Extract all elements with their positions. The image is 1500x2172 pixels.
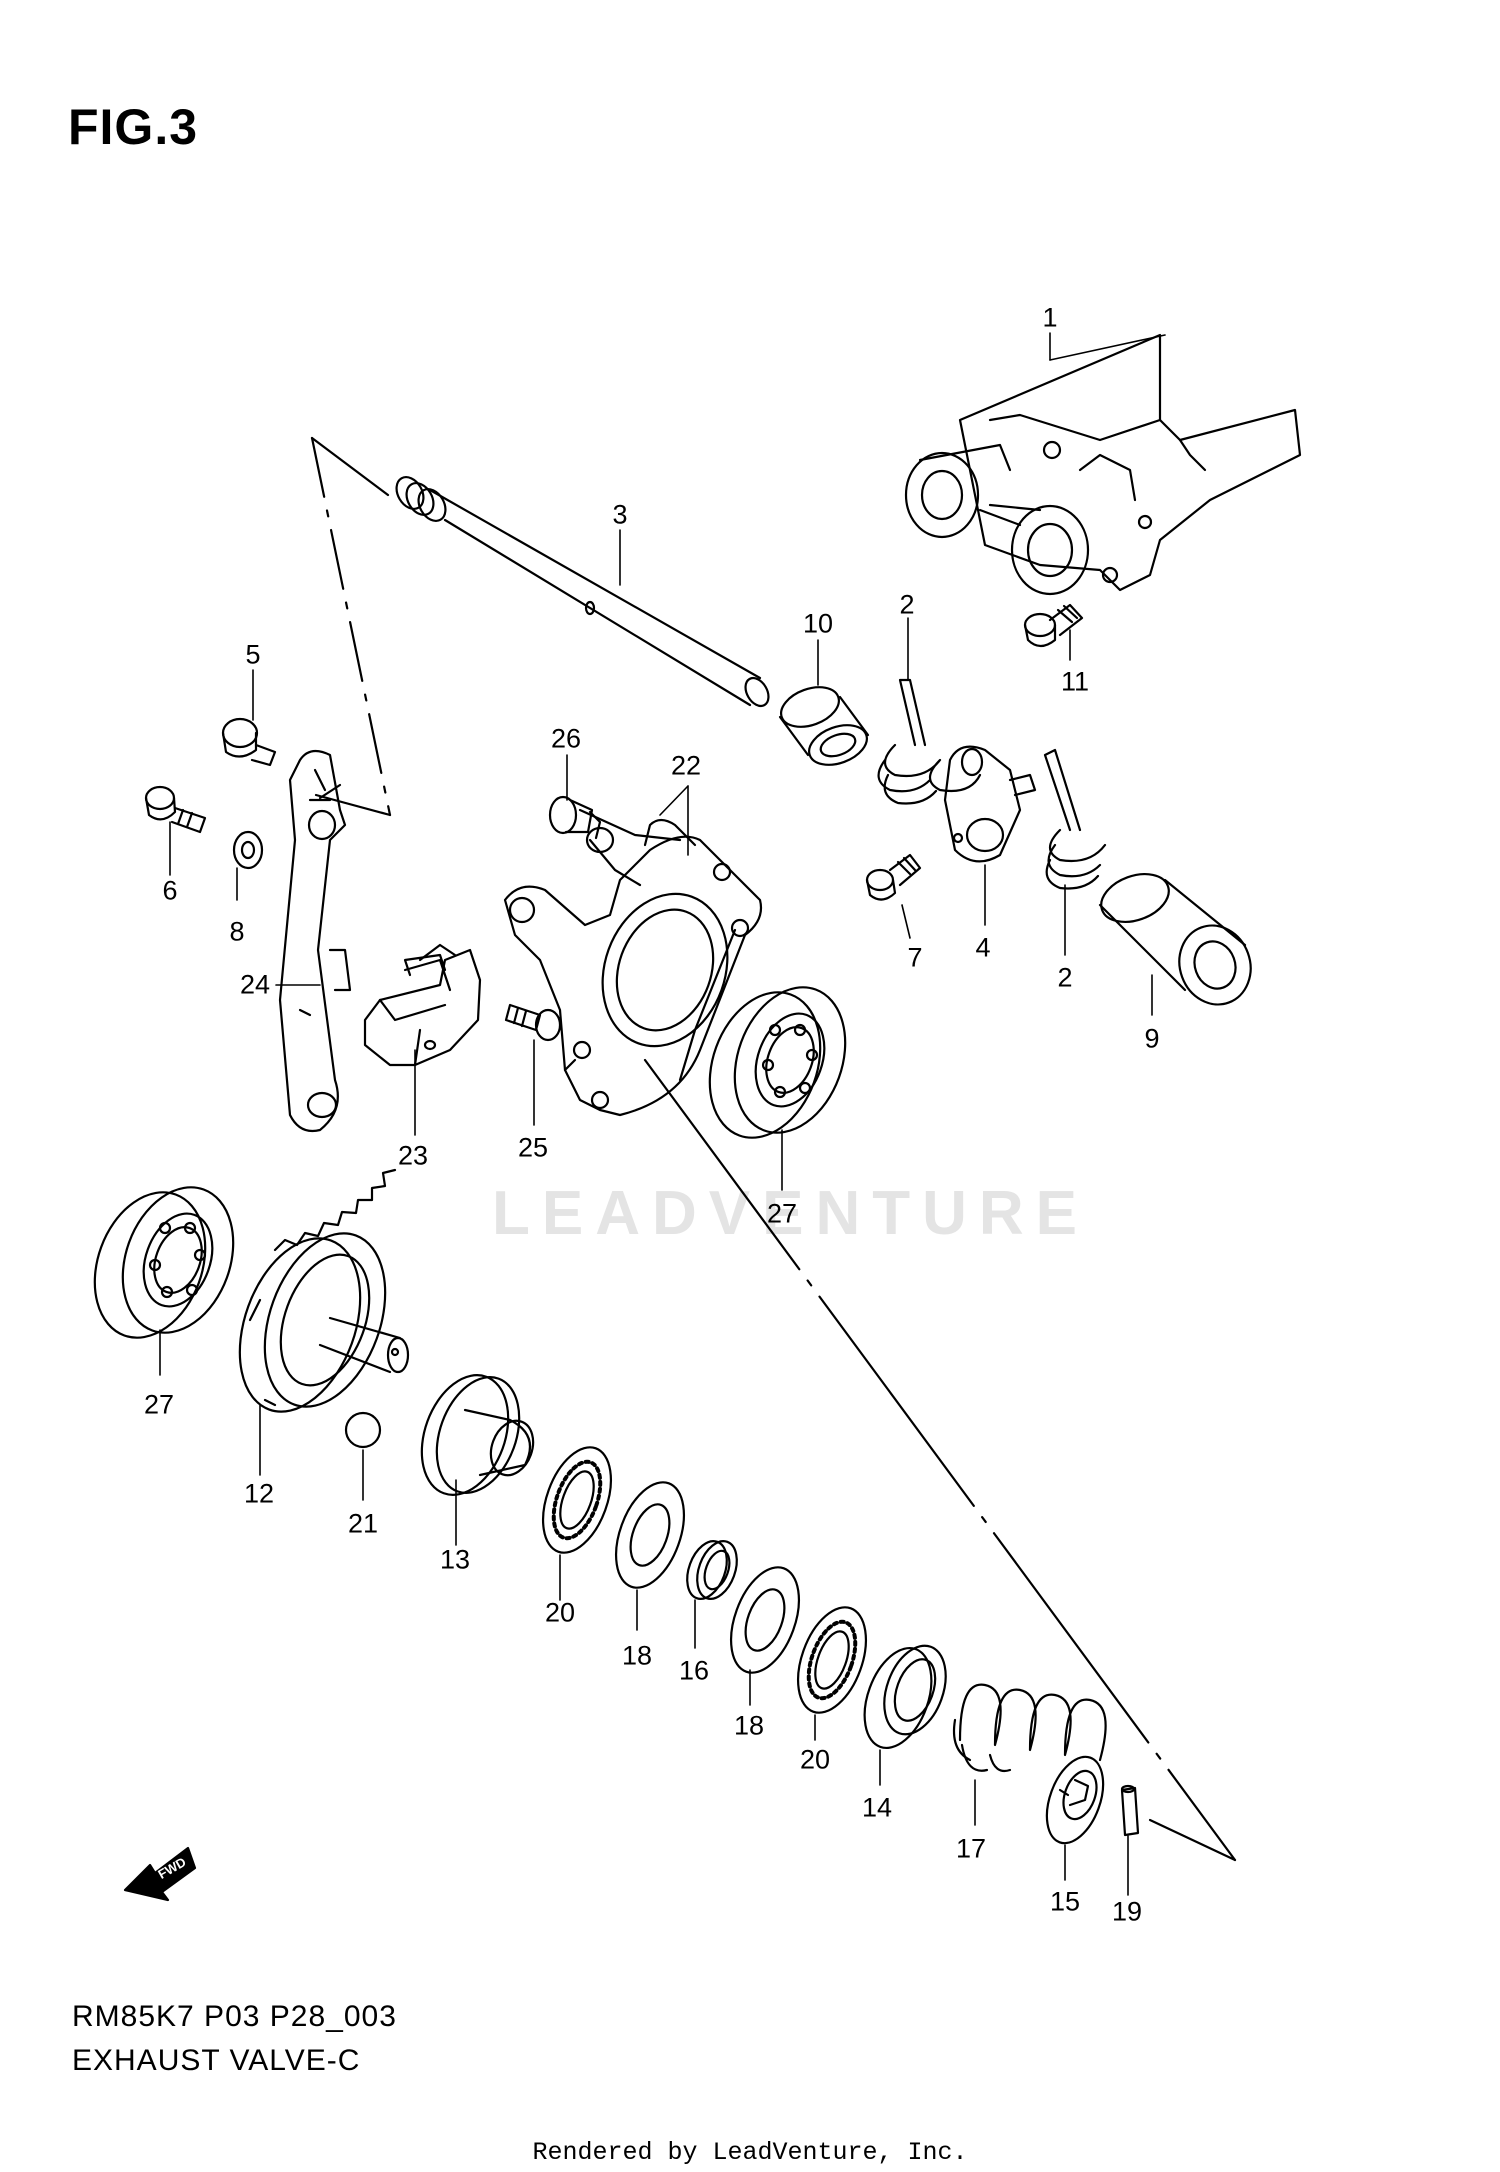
- leader-lines: [160, 333, 1165, 1895]
- callout-16: 16: [678, 1655, 710, 1686]
- part-17-coil-spring: [954, 1685, 1106, 1771]
- fwd-arrow-icon: [125, 1848, 195, 1900]
- part-6-bolt: [146, 787, 205, 832]
- part-9-sleeve: [1095, 865, 1262, 1014]
- callout-1: 1: [1042, 302, 1058, 333]
- part-10-collar: [776, 680, 873, 772]
- callout-17: 17: [955, 1833, 987, 1864]
- callout-18-upper: 18: [621, 1640, 653, 1671]
- part-27-bearing-left: [75, 1172, 252, 1354]
- callout-15: 15: [1049, 1886, 1081, 1917]
- part-20-thrust-bearing-lower: [785, 1598, 879, 1722]
- part-18-washer-lower: [718, 1558, 812, 1682]
- part-8-washer: [234, 832, 262, 868]
- part-18-washer-upper: [603, 1473, 697, 1597]
- callout-11: 11: [1060, 666, 1090, 697]
- callout-10: 10: [802, 608, 834, 639]
- callout-6: 6: [162, 875, 178, 906]
- part-12-gear-shaft: [218, 1170, 408, 1428]
- part-27-bearing-right: [690, 972, 864, 1154]
- callout-20-lower: 20: [799, 1744, 831, 1775]
- callout-27-left: 27: [143, 1389, 175, 1420]
- part-2-spring-upper: [879, 680, 980, 804]
- part-21-ball: [346, 1413, 380, 1447]
- part-5-bolt: [223, 719, 275, 765]
- callout-23: 23: [397, 1140, 429, 1171]
- callout-2-lower: 2: [1057, 962, 1073, 993]
- callout-14: 14: [861, 1792, 893, 1823]
- guide-lines: [312, 438, 1235, 1860]
- figure-title: FIG.3: [68, 99, 199, 155]
- callout-24: 24: [239, 969, 271, 1000]
- model-code: RM85K7 P03 P28_003: [72, 2000, 397, 2033]
- part-23-bracket: [365, 945, 480, 1065]
- render-footer: Rendered by LeadVenture, Inc.: [532, 2138, 968, 2167]
- part-1-valve-housing: [906, 335, 1300, 594]
- part-24-link-rod: [280, 751, 350, 1131]
- callout-26: 26: [550, 723, 582, 754]
- callout-8: 8: [229, 916, 245, 947]
- callout-2-upper: 2: [899, 589, 915, 620]
- part-11-bolt: [1025, 605, 1082, 646]
- callout-4: 4: [975, 932, 991, 963]
- part-2-spring-lower: [1045, 750, 1105, 889]
- part-25-screw: [506, 1005, 560, 1040]
- part-20-thrust-bearing-upper: [530, 1438, 624, 1562]
- callout-7: 7: [907, 942, 923, 973]
- diagram-caption: EXHAUST VALVE-C: [72, 2044, 361, 2077]
- callout-22: 22: [670, 750, 702, 781]
- part-22-plate: [505, 810, 761, 1115]
- callout-21: 21: [347, 1508, 379, 1539]
- callout-25: 25: [517, 1132, 549, 1163]
- part-13-cam: [406, 1363, 540, 1507]
- part-19-pin: [1122, 1786, 1138, 1835]
- part-15-retainer: [1036, 1749, 1114, 1851]
- callout-5: 5: [245, 639, 261, 670]
- part-4-lever: [945, 747, 1035, 862]
- part-26-screw: [550, 797, 600, 838]
- callout-19: 19: [1111, 1896, 1143, 1927]
- callout-9: 9: [1144, 1023, 1160, 1054]
- callout-20-upper: 20: [544, 1597, 576, 1628]
- watermark: LEADVENTURE: [492, 1179, 1090, 1248]
- part-16-bushing: [680, 1536, 744, 1605]
- part-3-valve-shaft: [391, 472, 773, 710]
- callout-27-right: 27: [766, 1198, 798, 1229]
- part-7-bolt: [867, 855, 920, 900]
- callout-13: 13: [439, 1544, 471, 1575]
- callout-18-lower: 18: [733, 1710, 765, 1741]
- callout-3: 3: [612, 499, 628, 530]
- callout-12: 12: [243, 1478, 275, 1509]
- part-14-spring-seat: [852, 1637, 957, 1757]
